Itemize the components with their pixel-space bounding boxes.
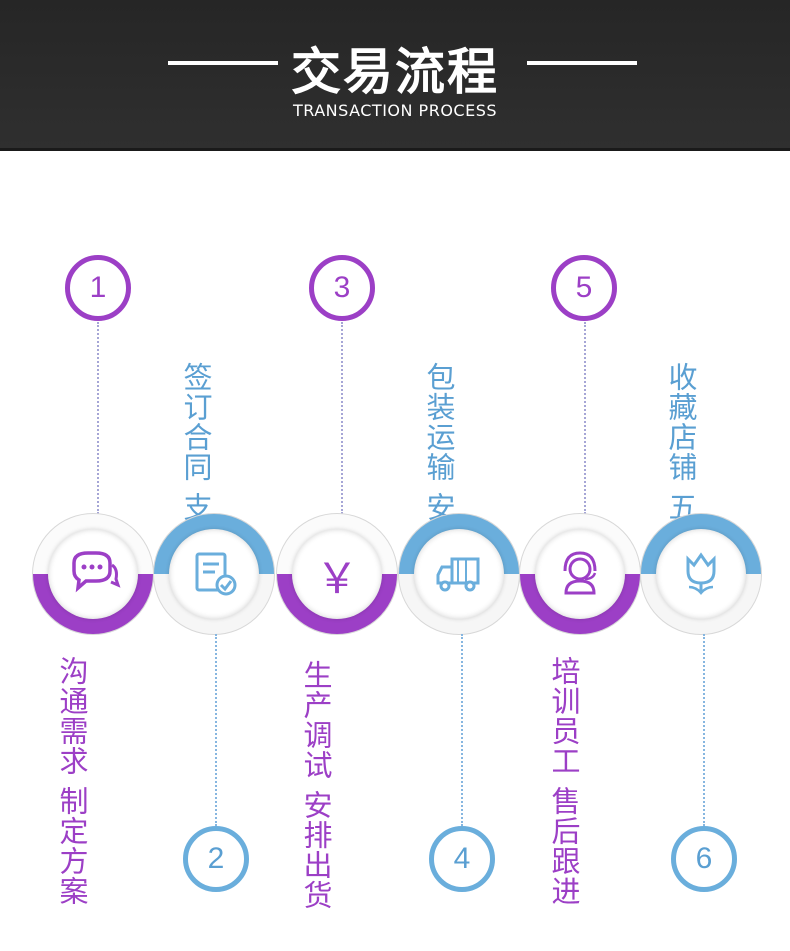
step-1-label: 沟通需求 制定方案 xyxy=(55,656,89,907)
step-3-connector xyxy=(341,322,343,514)
step-3-number: 3 xyxy=(309,255,375,321)
step-1-number: 1 xyxy=(65,255,131,321)
step-1-connector xyxy=(97,322,99,514)
step-5-number: 5 xyxy=(551,255,617,321)
step-5-connector xyxy=(584,322,586,514)
step-6-connector xyxy=(703,634,705,826)
step-4-connector xyxy=(461,634,463,826)
title-line-right xyxy=(527,61,637,65)
step-2-ring xyxy=(153,513,275,635)
page-subtitle: TRANSACTION PROCESS xyxy=(292,101,498,120)
step-4-ring xyxy=(398,513,520,635)
step-4-number: 4 xyxy=(429,826,495,892)
step-6-ring xyxy=(640,513,762,635)
step-6-number: 6 xyxy=(671,826,737,892)
page-title: 交易流程 xyxy=(291,43,499,101)
step-5-label: 培训员工 售后跟进 xyxy=(547,656,581,907)
header-banner: 交易流程 TRANSACTION PROCESS xyxy=(0,0,790,151)
title-line-left xyxy=(168,61,278,65)
step-3-label: 生产调试 安排出货 xyxy=(299,660,333,911)
chat-icon xyxy=(72,551,121,593)
contract-icon xyxy=(195,552,237,596)
truck-icon xyxy=(436,557,480,592)
step-3-ring: ￥ xyxy=(276,513,398,635)
step-2-connector xyxy=(215,634,217,826)
yen-icon: ￥ xyxy=(315,554,358,603)
step-5-ring xyxy=(519,513,641,635)
headset-icon xyxy=(563,551,597,595)
step-1-ring xyxy=(32,513,154,635)
tulip-icon xyxy=(686,552,716,595)
step-2-number: 2 xyxy=(183,826,249,892)
